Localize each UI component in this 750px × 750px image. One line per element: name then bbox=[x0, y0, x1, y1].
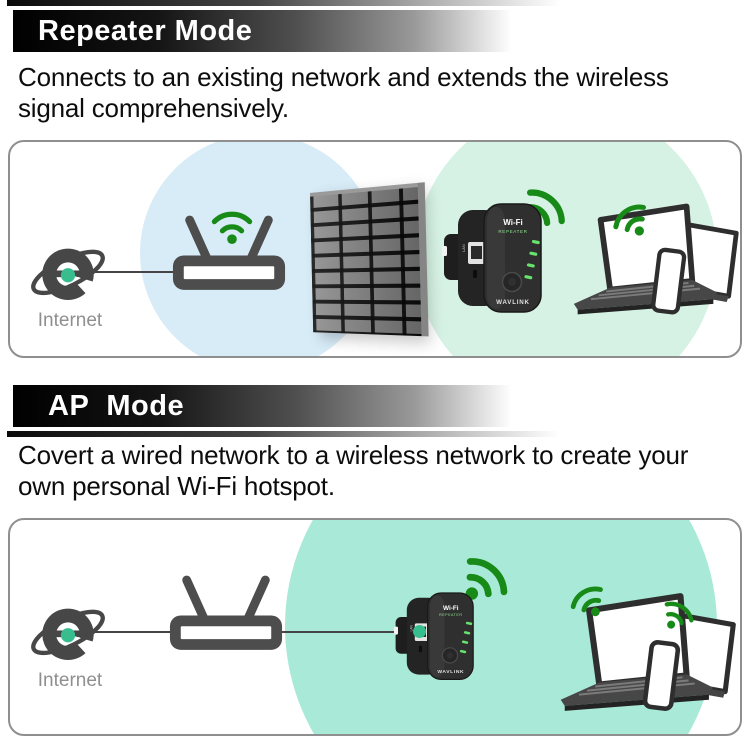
device-wifi-text: Wi-Fi bbox=[443, 605, 459, 612]
header-accent-strip bbox=[7, 431, 560, 437]
internet-label: Internet bbox=[37, 310, 103, 331]
internet-label: Internet bbox=[37, 670, 103, 691]
internet-wire bbox=[70, 271, 182, 273]
brand-logo: WAVLINK bbox=[437, 669, 464, 675]
wifi-signal-icon bbox=[208, 200, 256, 248]
brand-logo: WAVLINK bbox=[496, 299, 530, 306]
brick-wall bbox=[309, 182, 429, 337]
cable-connector-dot bbox=[413, 625, 426, 638]
repeater-mode-description: Connects to an existing network and exte… bbox=[18, 62, 669, 123]
lan-port-label: LAN bbox=[461, 244, 466, 252]
header-accent-strip bbox=[7, 0, 560, 6]
device-repeater-text: REPEATER bbox=[439, 613, 462, 617]
ap-diagram-panel: Internet LAN Wi-Fi REPEATER WAVLINK bbox=[8, 518, 742, 736]
wifi-repeater-device: LAN Wi-Fi REPEATER WAVLINK bbox=[394, 592, 474, 680]
ap-mode-title: AP Mode bbox=[48, 390, 185, 422]
router-icon bbox=[167, 574, 285, 653]
ap-mode-header-bar: AP Mode bbox=[13, 385, 527, 427]
ap-mode-description: Covert a wired network to a wireless net… bbox=[18, 440, 689, 501]
status-led-strip bbox=[459, 621, 473, 654]
wifi-repeater-device: LAN Wi-Fi REPEATER WAVLINK bbox=[442, 203, 542, 313]
status-led-strip bbox=[524, 239, 540, 280]
lan-port-label: LAN bbox=[409, 625, 413, 632]
device-wifi-text: Wi-Fi bbox=[503, 218, 522, 227]
repeater-mode-header-bar: Repeater Mode bbox=[13, 10, 527, 52]
device-repeater-text: REPEATER bbox=[498, 229, 527, 234]
repeater-mode-title: Repeater Mode bbox=[38, 15, 253, 47]
repeater-diagram-panel: Internet LAN Wi-Fi REPEATER bbox=[8, 140, 742, 358]
